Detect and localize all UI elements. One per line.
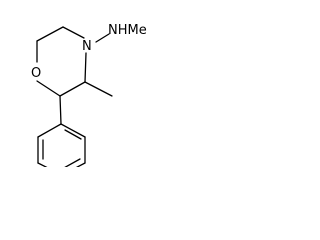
bond-o1-c2	[36, 80, 61, 97]
bond-c2-phenyl	[59, 95, 62, 125]
atom-label-ring-oxygen: O	[31, 66, 41, 81]
bond-n4-nhme	[95, 33, 110, 43]
bond-n4-c5	[62, 26, 85, 39]
bond-c3-n4	[84, 52, 87, 83]
atom-label-ring-nitrogen: N	[82, 39, 92, 54]
bond-c2-c3	[59, 81, 86, 97]
phenyl-double-bond-b	[64, 158, 81, 167]
phenyl-bond-3	[75, 162, 86, 167]
bond-c5-c6	[36, 26, 64, 42]
phenyl-double-bond-a	[64, 129, 82, 140]
bond-c3-methyl	[84, 81, 113, 97]
phenyl-bond-4	[37, 162, 48, 167]
phenyl-bond-1	[60, 123, 86, 138]
molecule-structure: N NHMe O	[31, 23, 147, 167]
atom-label-methylamino: NHMe	[108, 23, 147, 38]
phenyl-bond-6	[37, 123, 62, 138]
